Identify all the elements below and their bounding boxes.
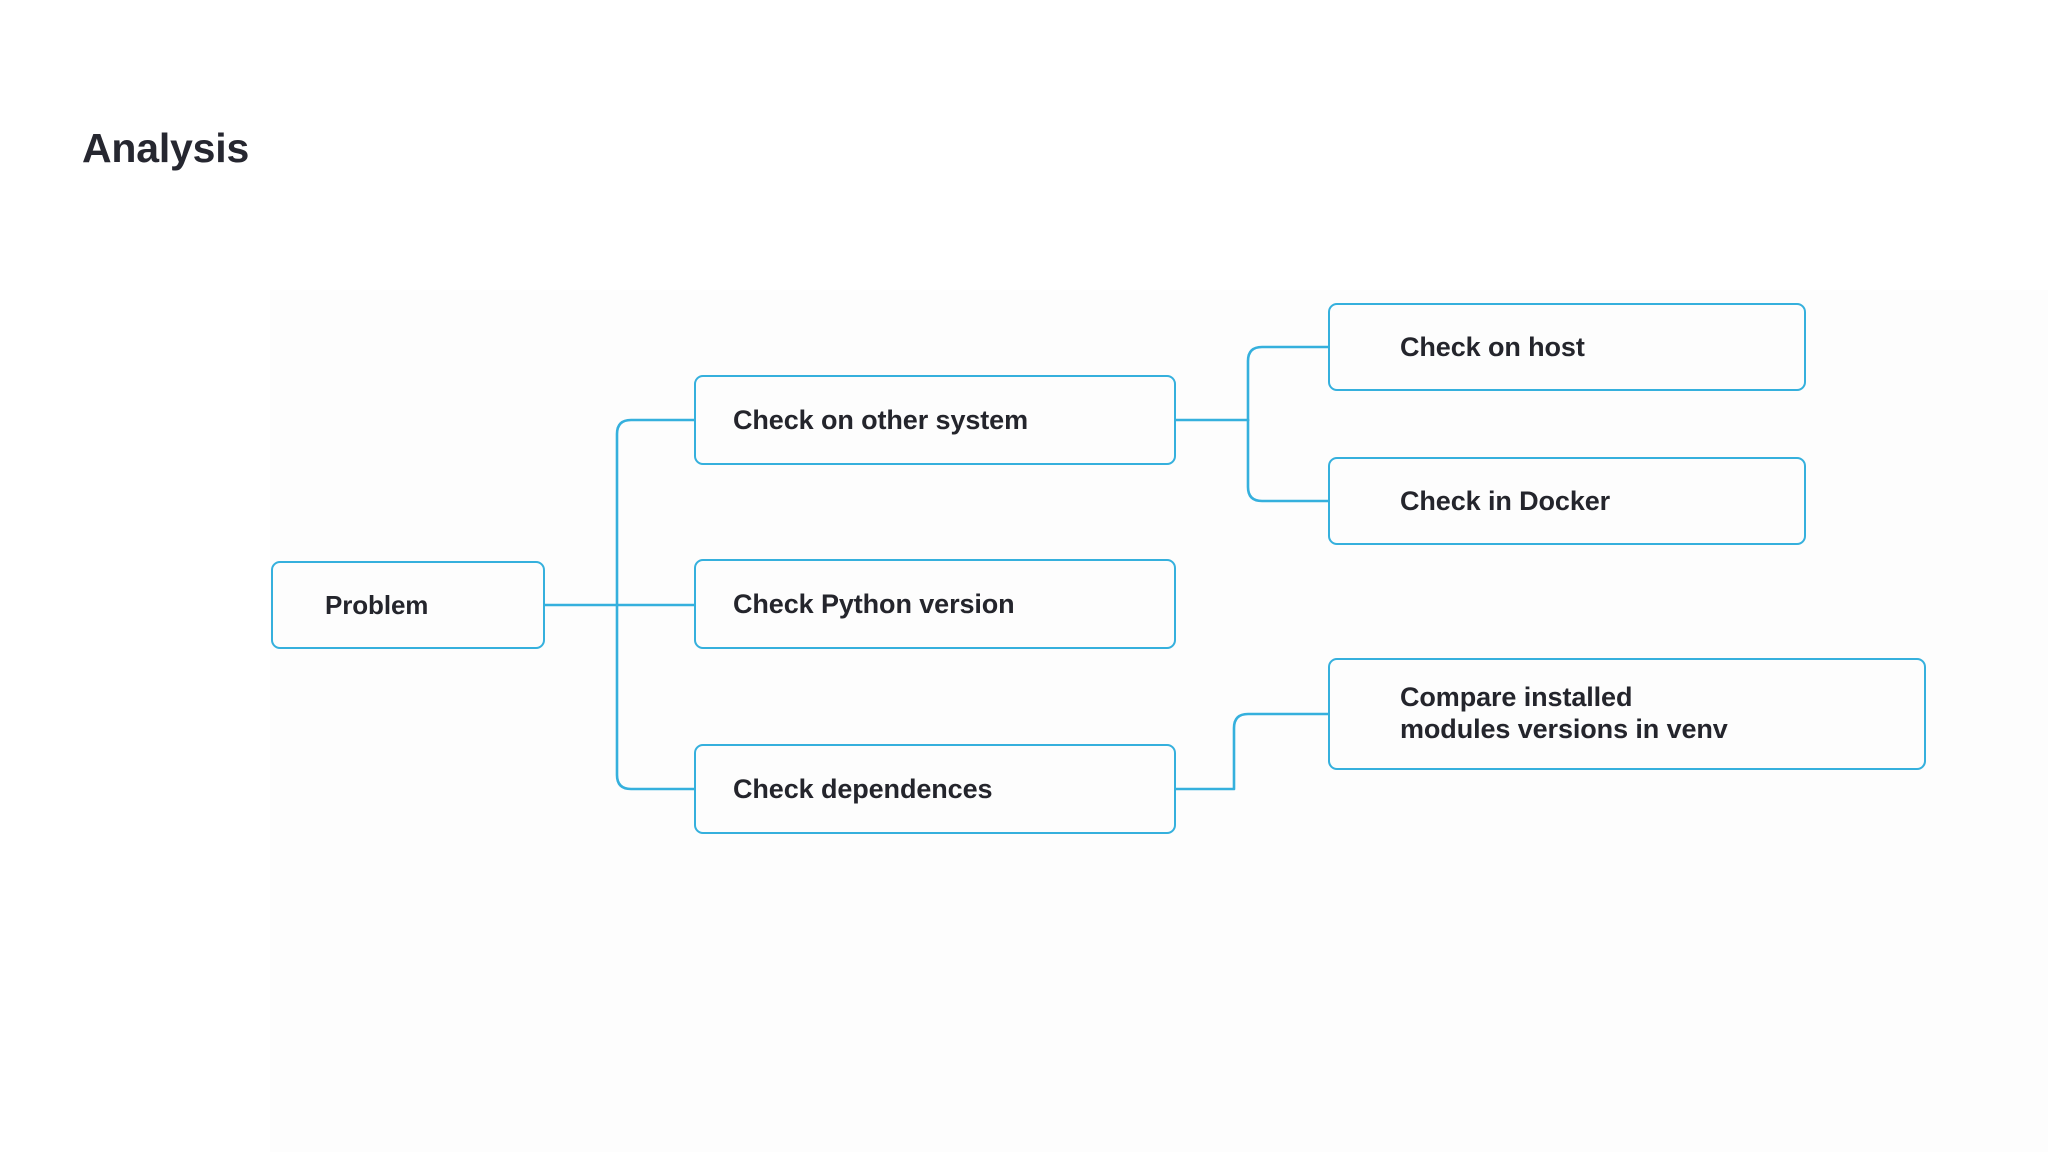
node-check-in-docker-label: Check in Docker — [1400, 485, 1611, 516]
edge-subtrunk-to-check-host — [1246, 345, 1330, 422]
node-check-dependences-label: Check dependences — [733, 773, 993, 804]
node-problem-label: Problem — [325, 589, 429, 620]
node-check-python-version[interactable]: Check Python version — [694, 559, 1176, 649]
node-check-on-host-label: Check on host — [1400, 331, 1585, 362]
node-check-dependences[interactable]: Check dependences — [694, 744, 1176, 834]
edge-dependences-to-compare-modules — [1174, 712, 1330, 791]
node-check-on-host[interactable]: Check on host — [1328, 303, 1806, 391]
node-compare-installed-modules-label: Compare installed modules versions in ve… — [1400, 682, 1728, 744]
edge-trunk-to-dependences — [615, 603, 696, 791]
edge-subtrunk-to-check-docker — [1246, 418, 1330, 503]
node-check-python-version-label: Check Python version — [733, 588, 1015, 619]
node-compare-installed-modules[interactable]: Compare installed modules versions in ve… — [1328, 658, 1926, 770]
node-check-on-other-system-label: Check on other system — [733, 404, 1028, 435]
node-check-in-docker[interactable]: Check in Docker — [1328, 457, 1806, 545]
node-check-on-other-system[interactable]: Check on other system — [694, 375, 1176, 465]
edge-trunk-to-other-system — [615, 418, 696, 607]
page-title: Analysis — [82, 125, 250, 171]
node-problem[interactable]: Problem — [271, 561, 545, 649]
